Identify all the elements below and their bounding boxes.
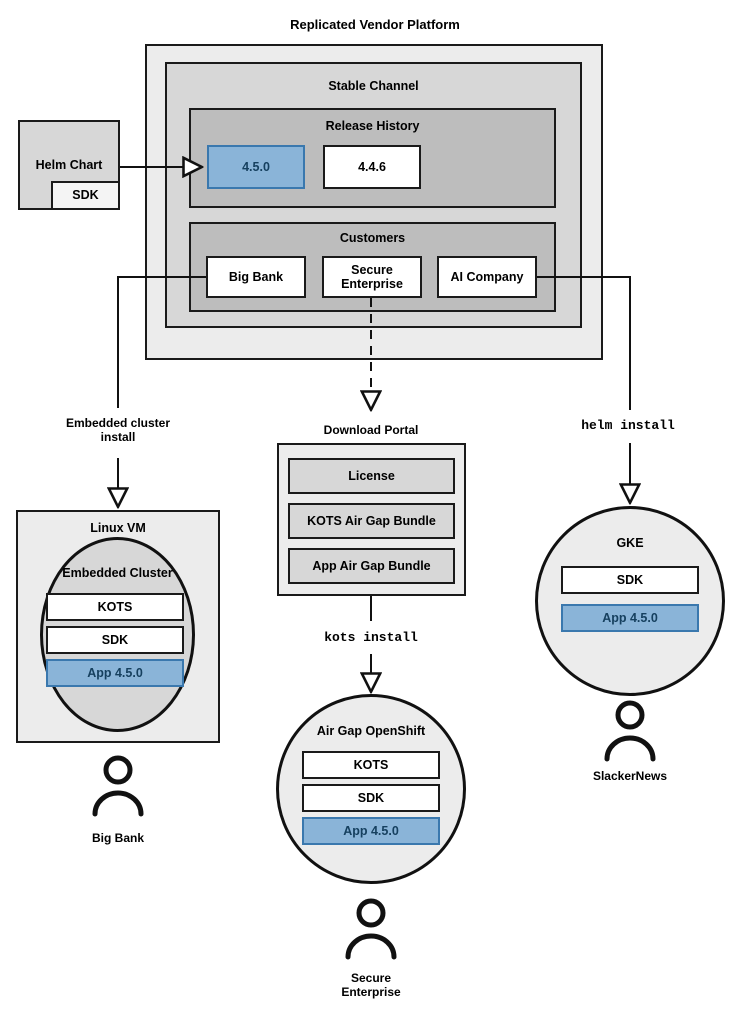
linux-vm-component-sdk[interactable]: SDK	[46, 626, 184, 654]
openshift-component-kots[interactable]: KOTS	[302, 751, 440, 779]
helm-chart-sdk-box[interactable]: SDK	[51, 181, 120, 210]
release-history-title: Release History	[325, 119, 420, 133]
customers-title: Customers	[339, 231, 406, 245]
linux-vm-user-label: Big Bank	[91, 831, 144, 845]
gke-circle	[535, 506, 725, 696]
customer-big-bank[interactable]: Big Bank	[206, 256, 306, 298]
stable-channel-title: Stable Channel	[328, 79, 419, 93]
openshift-component-app[interactable]: App 4.5.0	[302, 817, 440, 845]
gke-title: GKE	[616, 536, 644, 550]
customer-ai-company[interactable]: AI Company	[437, 256, 537, 298]
download-portal-title: Download Portal	[323, 423, 419, 437]
avatar-slackernews	[600, 700, 660, 762]
gke-component-sdk[interactable]: SDK	[561, 566, 699, 594]
kots-install-label: kots install	[324, 630, 418, 645]
customer-secure-enterprise[interactable]: Secure Enterprise	[322, 256, 422, 298]
helm-install-label: helm install	[581, 418, 675, 433]
page-title: Replicated Vendor Platform	[290, 17, 460, 32]
airgap-openshift-title: Air Gap OpenShift	[316, 724, 426, 738]
embedded-cluster-title: Embedded Cluster	[62, 566, 173, 580]
linux-vm-title: Linux VM	[90, 521, 146, 535]
linux-vm-component-kots[interactable]: KOTS	[46, 593, 184, 621]
linux-vm-component-app[interactable]: App 4.5.0	[46, 659, 184, 687]
avatar-big-bank	[88, 755, 148, 817]
download-portal-artifact-app-airgap[interactable]: App Air Gap Bundle	[288, 548, 455, 584]
release-4-5-0[interactable]: 4.5.0	[207, 145, 305, 189]
release-4-4-6[interactable]: 4.4.6	[323, 145, 421, 189]
avatar-secure-enterprise	[341, 898, 401, 960]
openshift-user-label: Secure Enterprise	[341, 971, 401, 1000]
download-portal-artifact-kots-airgap[interactable]: KOTS Air Gap Bundle	[288, 503, 455, 539]
embedded-cluster-install-label: Embedded cluster install	[65, 416, 171, 445]
download-portal-artifact-license[interactable]: License	[288, 458, 455, 494]
gke-user-label: SlackerNews	[592, 769, 668, 783]
gke-component-app[interactable]: App 4.5.0	[561, 604, 699, 632]
helm-chart-label: Helm Chart	[35, 158, 103, 172]
openshift-component-sdk[interactable]: SDK	[302, 784, 440, 812]
